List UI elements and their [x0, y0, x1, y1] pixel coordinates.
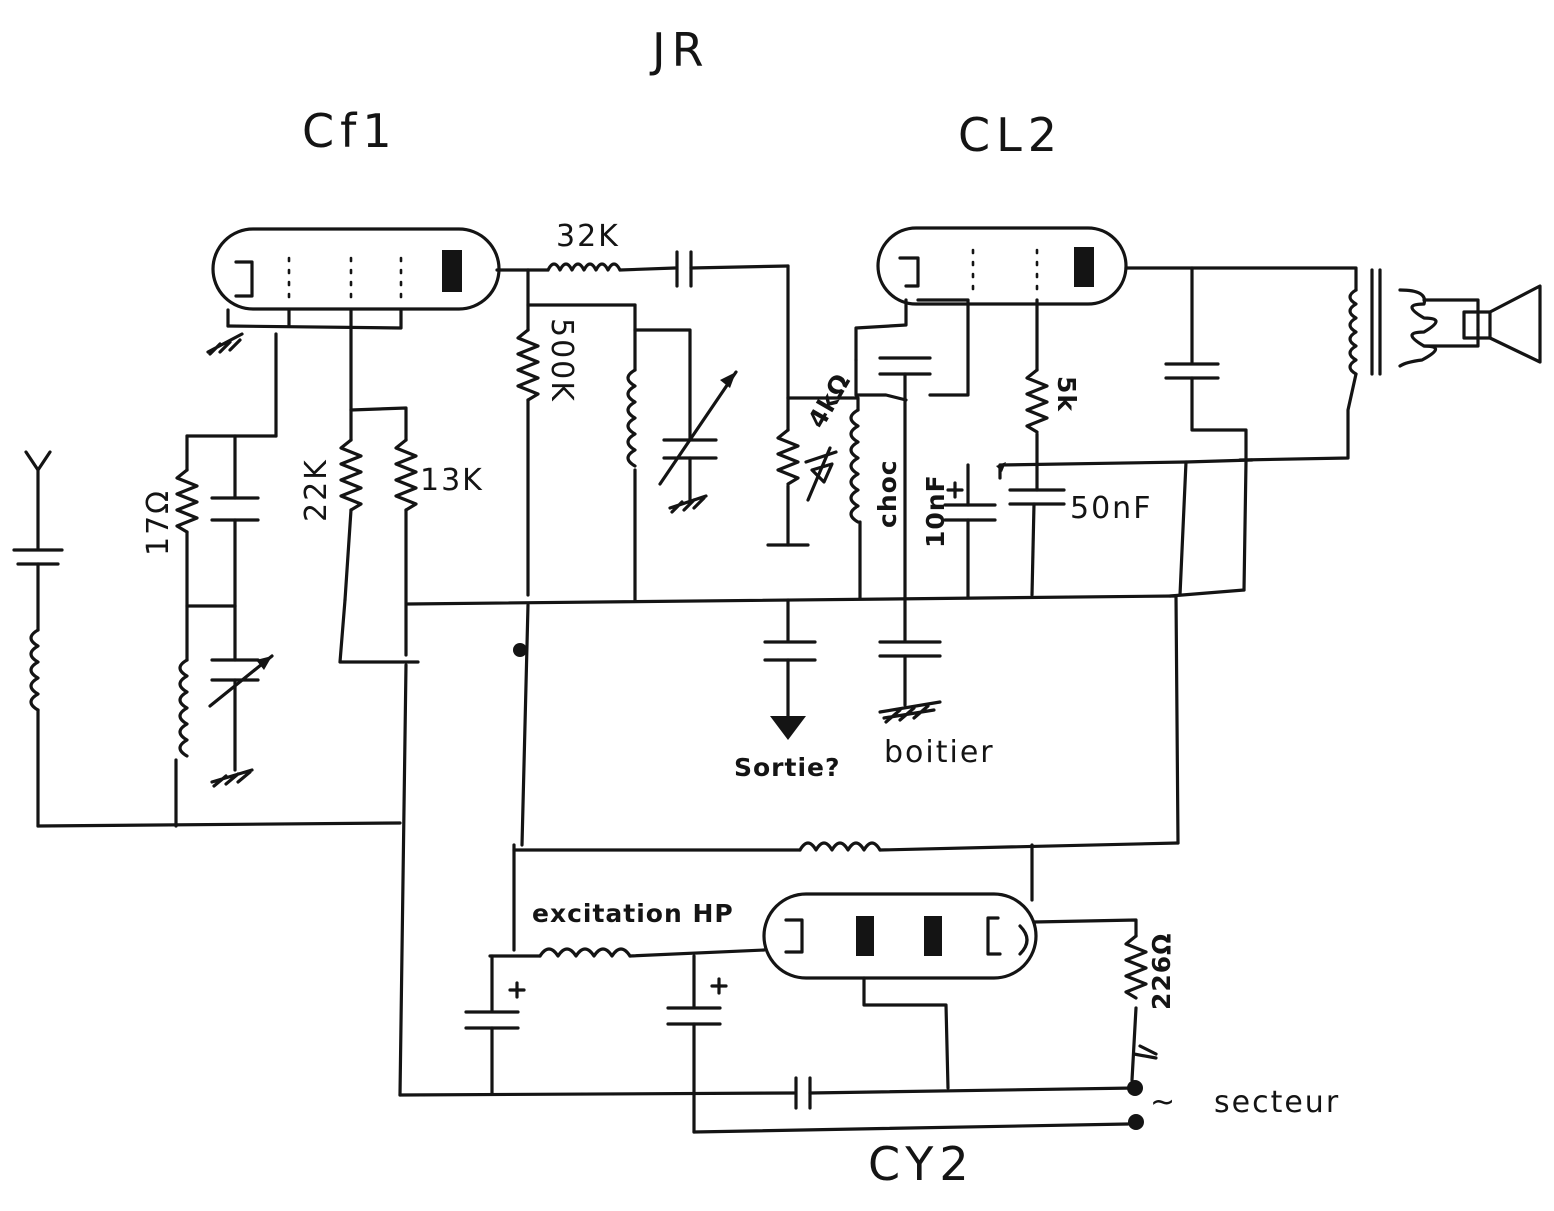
tuned-circuit [174, 308, 403, 828]
tube3-label: CY2 [868, 1137, 975, 1191]
tube2-label: CL2 [958, 108, 1063, 162]
grid-resistor-network [338, 406, 1177, 1097]
boitier-label: boitier [884, 735, 995, 770]
output-stage [1124, 266, 1542, 845]
interstage-coupling [495, 250, 1180, 952]
r-17ohm-label: 17Ω [141, 489, 176, 556]
r-4kohm-label: 4kΩ [802, 368, 856, 433]
tube2-symbol [876, 226, 1128, 306]
sortie-label: Sortie? [734, 753, 841, 782]
r-500k-label: 500K [544, 318, 579, 403]
excitation-label: excitation HP [532, 899, 734, 928]
title-label: JR [649, 23, 710, 77]
tube1-label: Cf1 [302, 104, 398, 158]
choke-section [849, 298, 1254, 724]
tube3-symbol [762, 892, 1038, 980]
r-226-label: 226Ω [1147, 933, 1176, 1010]
detector-section [763, 264, 860, 740]
c-50nf-label: 50nF [1070, 491, 1152, 526]
choc-label: choc [873, 459, 902, 528]
r-5k-label: 5k [1052, 376, 1081, 412]
mains-tilde-label: ~ [1150, 1085, 1177, 1120]
power-supply [398, 843, 1158, 1134]
tube1-symbol [211, 227, 501, 311]
secteur-label: secteur [1214, 1085, 1340, 1120]
antenna-input-section [12, 450, 402, 828]
r-22k-label: 22K [299, 458, 334, 522]
r-13k-label: 13K [420, 463, 484, 498]
r-32k-label: 32K [556, 219, 620, 254]
c-10nf-label: 10nF [921, 474, 950, 548]
